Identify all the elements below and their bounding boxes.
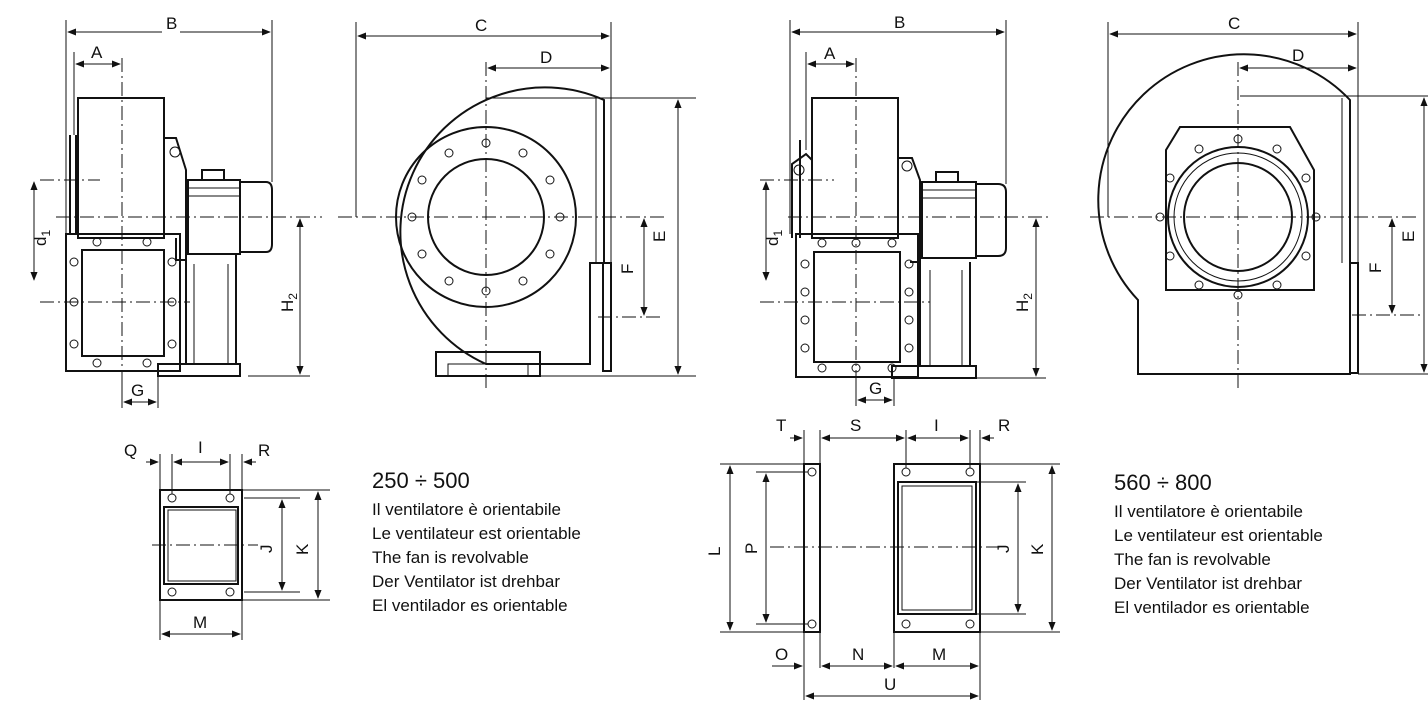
- volute-casing: [1097, 53, 1351, 375]
- dim-label-L: L: [705, 547, 724, 556]
- dim-label-d1-2: d1: [763, 230, 785, 246]
- note-line-de: Der Ventilator ist drehbar: [1114, 574, 1303, 593]
- note-line-en: The fan is revolvable: [1114, 550, 1271, 569]
- dim-label-I: I: [198, 438, 203, 457]
- dim-label-G: G: [131, 381, 144, 400]
- note-line-es: El ventilador es orientable: [1114, 598, 1310, 617]
- dim-label-K-2: K: [1028, 543, 1047, 555]
- dim-label-A: A: [91, 43, 103, 62]
- terminal-box: [201, 169, 225, 181]
- dim-label-G-2: G: [869, 379, 882, 398]
- dim-label-C: C: [475, 16, 487, 35]
- dim-label-P: P: [742, 543, 761, 554]
- dim-label-U: U: [884, 675, 896, 694]
- dim-label-F: F: [618, 264, 637, 274]
- front-panel: [1165, 126, 1315, 291]
- note-small-fans: 250 ÷ 500 Il ventilatore è orientabile L…: [372, 468, 581, 618]
- dim-label-M-2: M: [932, 645, 946, 664]
- dimension-labels: B A C D B A C D G G E F E F d1 d1 H2 H2 …: [31, 13, 1418, 694]
- dim-label-E-2: E: [1399, 231, 1418, 242]
- volute-casing: [399, 86, 605, 365]
- dim-label-J-2: J: [994, 545, 1013, 554]
- note-line-es: El ventilador es orientable: [372, 596, 568, 615]
- dim-label-T: T: [776, 416, 786, 435]
- flange-plate: [893, 463, 981, 633]
- side-view-small: [30, 20, 322, 408]
- motor: [921, 181, 977, 259]
- motor-bracket: [164, 137, 187, 261]
- size-range: 560 ÷ 800: [1114, 470, 1212, 495]
- outlet-flange: [795, 233, 919, 378]
- dim-label-B: B: [166, 14, 177, 33]
- note-line-fr: Le ventilateur est orientable: [1114, 526, 1323, 545]
- housing-body: [811, 97, 899, 239]
- counter-flange: [803, 463, 821, 633]
- note-line-it: Il ventilatore è orientabile: [372, 500, 562, 519]
- outlet-flange-small: [146, 454, 330, 640]
- front-view-small: [338, 22, 696, 392]
- dim-label-R: R: [258, 441, 270, 460]
- dim-label-A-2: A: [824, 44, 836, 63]
- dim-label-S: S: [850, 416, 861, 435]
- dim-label-Q: Q: [124, 441, 137, 460]
- dim-label-M: M: [193, 613, 207, 632]
- dim-label-K: K: [293, 543, 312, 555]
- dim-label-F-2: F: [1366, 263, 1385, 273]
- dim-label-I-2: I: [934, 416, 939, 435]
- note-line-fr: Le ventilateur est orientable: [372, 524, 581, 543]
- dim-label-O: O: [775, 645, 788, 664]
- note-line-en: The fan is revolvable: [372, 548, 529, 567]
- support: [185, 254, 237, 364]
- housing-body: [77, 97, 165, 239]
- dim-label-J: J: [257, 545, 276, 554]
- dim-label-D-2: D: [1292, 46, 1304, 65]
- front-view-large: [1090, 22, 1428, 392]
- dim-label-d1: d1: [31, 230, 53, 246]
- dim-label-N: N: [852, 645, 864, 664]
- size-range: 250 ÷ 500: [372, 468, 470, 493]
- note-line-it: Il ventilatore è orientabile: [1114, 502, 1304, 521]
- dim-label-H2-2: H2: [1013, 293, 1035, 312]
- dim-label-R-2: R: [998, 416, 1010, 435]
- dim-label-H2: H2: [278, 293, 300, 312]
- dim-label-B-2: B: [894, 13, 905, 32]
- dim-label-D: D: [540, 48, 552, 67]
- outlet-flange-large: [720, 430, 1060, 700]
- dim-label-E: E: [650, 231, 669, 242]
- dim-label-C-2: C: [1228, 14, 1240, 33]
- outlet-plate: [1349, 262, 1359, 374]
- note-large-fans: 560 ÷ 800 Il ventilatore è orientabile L…: [1114, 470, 1323, 620]
- side-view-large: [760, 20, 1048, 406]
- note-line-de: Der Ventilator ist drehbar: [372, 572, 561, 591]
